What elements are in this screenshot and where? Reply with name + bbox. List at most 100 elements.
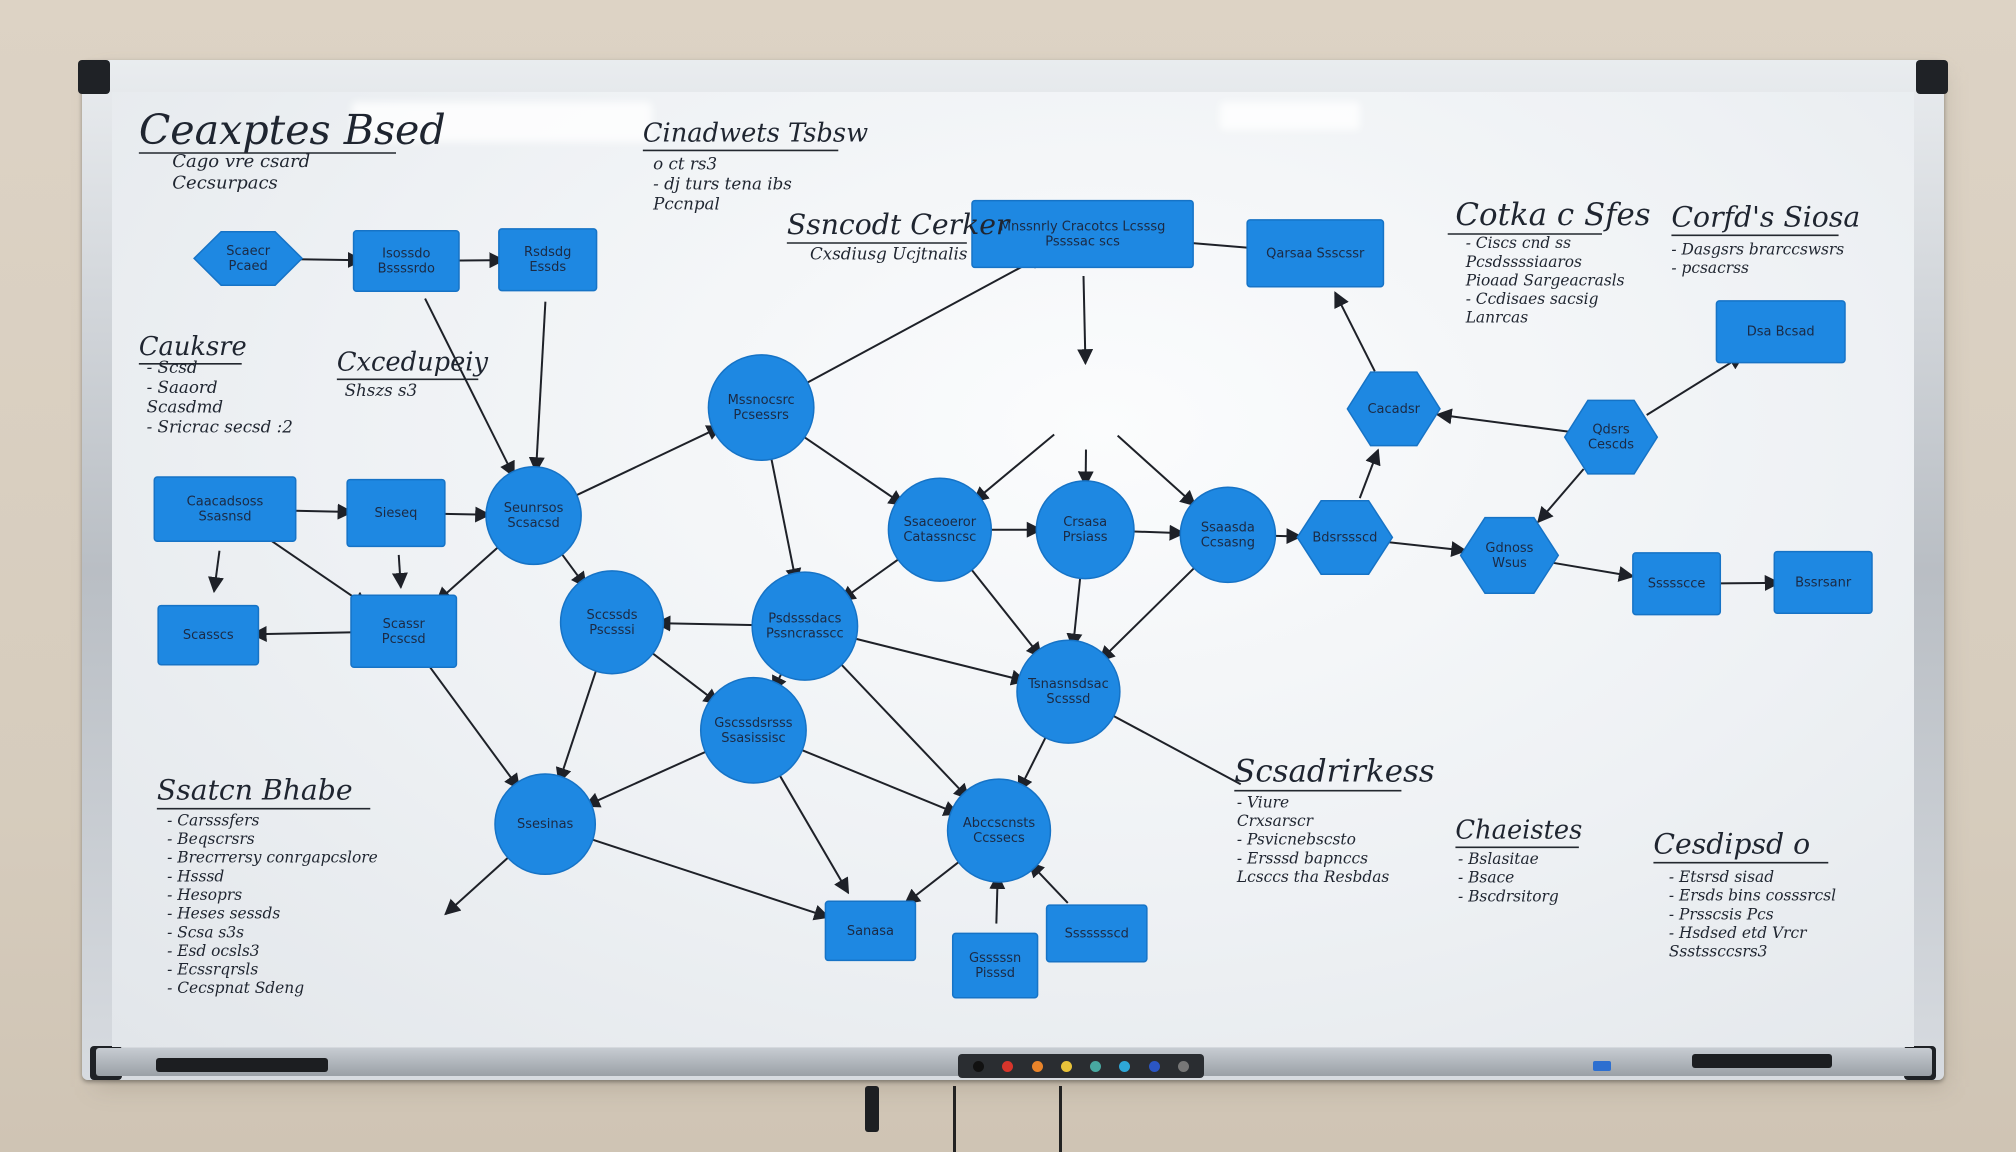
sticky-note-label: Scsacsd [507,516,559,531]
sticky-note-label: Psdsssdacs [768,612,841,627]
connector-arrow [903,855,967,905]
marker-gray[interactable] [1177,1060,1189,1072]
marker-teal[interactable] [1090,1060,1102,1072]
sticky-note-label: Mnssnrly Cracotcs Lcsssg [1000,220,1166,235]
sticky-note-label: Scsssd [1046,692,1090,707]
marker-cyan[interactable] [1119,1060,1131,1072]
handwritten-heading: Cinadwets Tsbsw [643,118,868,148]
sticky-note-label: Wsus [1492,556,1527,571]
sticky-note-label: Essds [529,260,566,275]
connector-arrow [1435,408,1570,433]
sticky-note-label: Prsiass [1063,530,1108,545]
sticky-note-v[interactable]: Dsa Bcsad [1715,300,1846,364]
sticky-note-label: Ssesinas [517,817,574,832]
sticky-note-y[interactable]: Scasscs [157,604,260,666]
handwritten-heading: Cauksre [139,332,247,362]
sticky-note-shape [498,228,598,292]
connector-arrow [1116,434,1197,507]
handwritten-note-line: - Hsdsed etd Vrcr [1669,924,1808,942]
sticky-note-ac[interactable]: Ssssssscd [1045,904,1148,963]
connector-arrow [444,851,515,916]
sticky-note-shape [971,199,1194,269]
marker-blue[interactable] [1148,1060,1160,1072]
sticky-note-label: Crsasa [1063,515,1107,530]
handwritten-heading: Cesdipsd o [1653,828,1810,861]
connector-arrow [391,554,408,589]
sticky-note-label: Sieseq [375,506,418,521]
connector-arrow [528,301,547,474]
sticky-note-shape [352,230,460,292]
handwritten-note-line: - Scsa s3s [167,923,244,941]
sticky-note-s[interactable]: Bdsrssscd [1296,499,1394,575]
cable [1059,1086,1062,1152]
sticky-note-shape [1045,904,1148,963]
marker-orange[interactable] [1031,1060,1043,1072]
handwritten-note-line: - Heses sessds [167,905,280,923]
connector-arrow [1017,728,1051,793]
sticky-note-x[interactable]: Bssrsanr [1773,550,1873,615]
sticky-note-shape [350,594,458,669]
marker-red[interactable] [1002,1060,1014,1072]
cable [953,1086,956,1152]
sticky-note-aa[interactable]: Ssesinas [494,773,597,876]
sticky-note-label: Bssssrdo [378,262,435,277]
connector-arrow [571,425,723,499]
handwritten-note-line: Scasdmd [147,397,224,417]
connector-arrow [1334,291,1376,372]
eraser-right[interactable] [1692,1054,1832,1068]
handwritten-note-line: - Cecspnat Sdeng [167,979,304,997]
sticky-note-r[interactable]: Cacadsr [1346,371,1441,447]
eraser-left[interactable] [156,1058,328,1072]
sticky-note-label: Sanasa [847,924,894,939]
marker-set[interactable] [958,1054,1204,1078]
connector-arrow [797,254,1046,389]
sticky-note-g[interactable]: Sieseq [346,478,446,548]
sticky-note-label: Pssncrasscc [766,627,844,642]
sticky-note-e[interactable]: Qarsaa Ssscssr [1246,219,1385,288]
handwritten-heading: Cxcedupeiy [337,347,489,377]
sticky-note-ab[interactable]: Sanasa [824,900,917,962]
handwritten-note-line: - Bsace [1458,869,1514,887]
sticky-note-label: Scaecr [226,244,271,259]
sticky-note-w[interactable]: Ssssscce [1632,552,1722,616]
connector-arrow [1066,571,1083,650]
sticky-note-shape [485,465,582,566]
sticky-note-label: Scassr [383,617,426,632]
connector-arrow [1358,448,1381,499]
sticky-note-shape [887,477,993,582]
sticky-note-shape [824,900,917,962]
sticky-note-label: Cacadsr [1367,402,1420,417]
sticky-note-label: Ssasissisc [721,731,785,746]
handwritten-note-line: - Bscdrsitorg [1458,887,1559,905]
handwritten-note-line: - Ecssrqrsls [167,961,258,979]
connector-arrow [259,532,369,608]
handwritten-heading: Ceaxptes Bsed [139,106,446,154]
sticky-note-shape [193,230,304,286]
marker-yellow[interactable] [1060,1060,1072,1072]
handwritten-note-line: Cago vre csard [172,151,310,172]
sticky-note-label: Gscssdsrsss [714,716,792,731]
sticky-note-label: Abccscnsts [963,816,1035,831]
sticky-note-label: Gdnoss [1485,541,1533,556]
marker-black[interactable] [973,1060,985,1072]
